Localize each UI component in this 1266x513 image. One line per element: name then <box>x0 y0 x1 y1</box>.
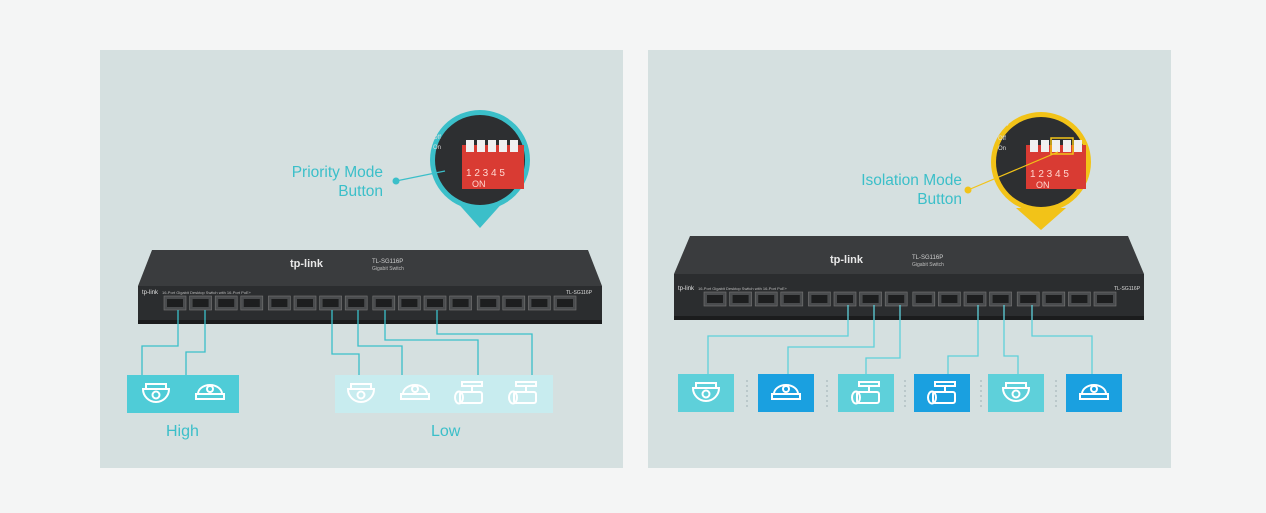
dip-label-on: On <box>998 146 1006 152</box>
front-model: TL-SG116P <box>566 290 593 296</box>
front-label: 16-Port Gigabit Desktop Switch with 16-P… <box>698 286 788 291</box>
isolated-device-box <box>678 374 734 412</box>
dip-label-row1: 1-4 <box>436 120 445 126</box>
switch-subtitle: Gigabit Switch <box>372 266 404 272</box>
dome-camera-icon <box>346 383 376 403</box>
isolation-mode-callout: Isolation Mode Button <box>798 171 962 209</box>
network-switch: tp-link TL-SG116P Gigabit Switch tp-link… <box>674 236 1144 320</box>
front-model: TL-SG116P <box>1114 286 1141 292</box>
dome-camera-icon <box>691 382 721 402</box>
dip-digits: 1 2 3 4 5 <box>1030 169 1069 180</box>
callout-line1: Isolation Mode <box>861 172 962 189</box>
connector-lines <box>707 305 1093 375</box>
dip-on-label: ON <box>472 179 486 189</box>
dome-camera-icon <box>141 383 171 403</box>
switch-brand-logo: tp-link <box>290 258 324 270</box>
priority-mode-panel: tp-link TL-SG116P Gigabit Switch tp-link… <box>100 50 623 468</box>
bullet-camera-icon <box>454 381 483 405</box>
connector-lines <box>141 310 533 376</box>
low-priority-devices <box>335 375 553 413</box>
flat-dome-camera-icon <box>1079 384 1109 400</box>
switch-brand-logo: tp-link <box>830 254 864 266</box>
isolation-callout-magnifier: 1-4 Off On 1 2 3 4 5 ON <box>991 112 1091 230</box>
camera-icons <box>678 374 1122 412</box>
front-label: 16-Port Gigabit Desktop Switch with 16-P… <box>162 290 252 295</box>
priority-mode-callout: Priority Mode Button <box>250 163 383 201</box>
switch-ports <box>703 291 1117 307</box>
dip-digits: 1 2 3 4 5 <box>466 168 505 179</box>
isolated-device-box <box>988 374 1044 412</box>
bullet-camera-icon <box>927 381 956 405</box>
flat-dome-camera-icon <box>195 384 225 400</box>
dip-label-off: Off <box>998 136 1006 142</box>
callout-line1: Priority Mode <box>291 164 383 181</box>
isolation-mode-diagram: tp-link TL-SG116P Gigabit Switch tp-link… <box>674 112 1144 412</box>
priority-mode-diagram: tp-link TL-SG116P Gigabit Switch tp-link… <box>127 110 602 413</box>
switch-ports <box>163 295 577 311</box>
switch-subtitle: Gigabit Switch <box>912 262 944 268</box>
front-brand: tp-link <box>142 290 159 296</box>
bullet-camera-icon <box>851 381 880 405</box>
dip-label-off: Off <box>433 135 441 141</box>
dome-camera-icon <box>1001 382 1031 402</box>
tier-high-label: High <box>166 423 199 440</box>
switch-model: TL-SG116P <box>912 255 943 261</box>
callout-line2: Button <box>917 191 962 208</box>
camera-icons <box>141 381 537 405</box>
front-brand: tp-link <box>678 286 695 292</box>
dip-on-label: ON <box>1036 180 1050 190</box>
isolation-dividers <box>746 380 1057 410</box>
dip-label-on: On <box>433 145 441 151</box>
pointer-dot <box>392 177 400 185</box>
tier-low-label: Low <box>431 423 461 440</box>
isolation-mode-panel: tp-link TL-SG116P Gigabit Switch tp-link… <box>648 50 1171 468</box>
bullet-camera-icon <box>508 381 537 405</box>
dip-switch: 1-4 Off On 1 2 3 4 5 ON <box>433 120 524 189</box>
priority-callout-magnifier: 1-4 Off On 1 2 3 4 5 ON <box>430 110 530 228</box>
pointer-dot <box>964 186 972 194</box>
callout-line2: Button <box>338 183 383 200</box>
dip-label-row1: 1-4 <box>1000 122 1009 128</box>
switch-model: TL-SG116P <box>372 259 403 265</box>
flat-dome-camera-icon <box>771 384 801 400</box>
network-switch: tp-link TL-SG116P Gigabit Switch tp-link… <box>138 250 602 324</box>
flat-dome-camera-icon <box>400 384 430 400</box>
